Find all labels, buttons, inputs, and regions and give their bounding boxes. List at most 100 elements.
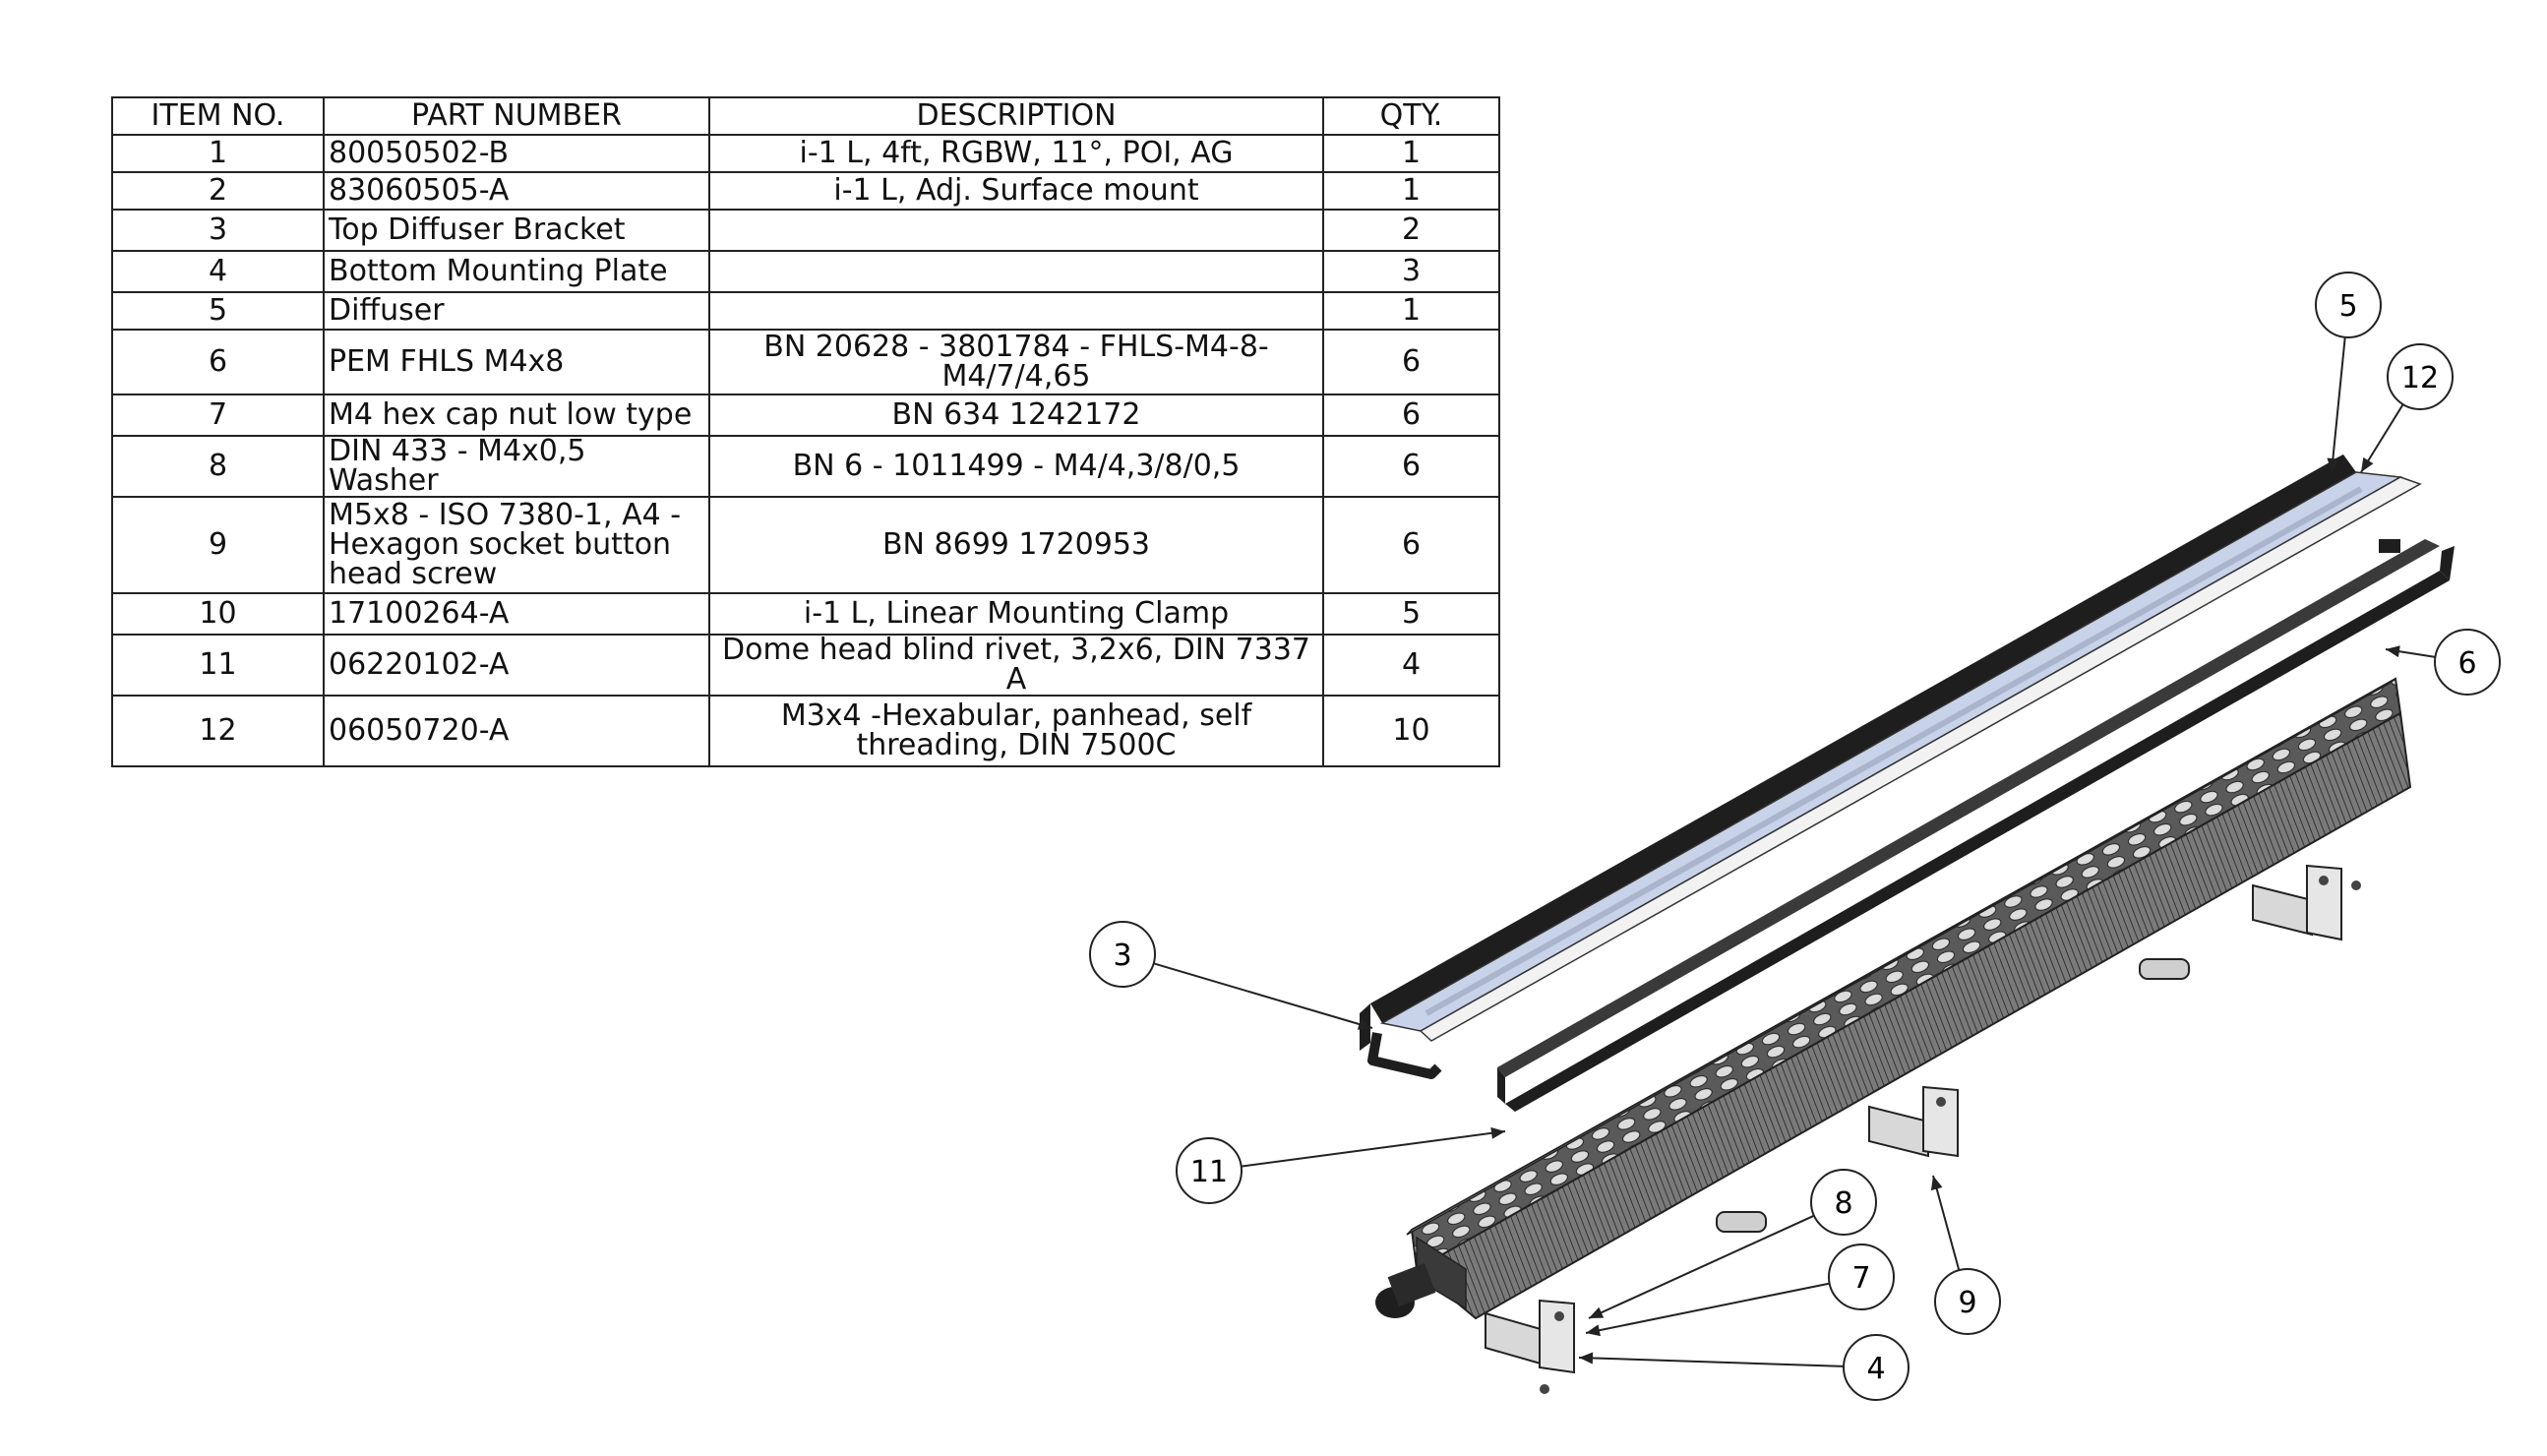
balloon-3: 3 [1089, 921, 1373, 1030]
balloon-label: 5 [2338, 289, 2357, 324]
bom-description [708, 250, 1324, 293]
bom-qty: 6 [1322, 496, 1500, 594]
linear-mounting-clamp-left [1716, 1211, 1767, 1233]
balloon-circle [1934, 1268, 2001, 1335]
balloon-label: 3 [1113, 939, 1131, 973]
bom-qty: 6 [1322, 329, 1500, 395]
balloon-arrowhead [2327, 457, 2339, 472]
linear-mounting-clamp-right [2139, 958, 2190, 980]
bom-description: BN 6 - 1011499 - M4/4,3/8/0,5 [708, 435, 1324, 498]
bom-part-number: M4 hex cap nut low type [323, 394, 710, 437]
mounting-plate-right [2252, 864, 2361, 941]
balloon-label: 11 [1190, 1155, 1228, 1189]
balloon-label: 12 [2401, 361, 2439, 395]
balloon-8: 8 [1588, 1169, 1877, 1319]
diffuser [1425, 486, 2363, 1016]
balloon-leader-line [1153, 962, 1373, 1029]
balloon-leader-line [2331, 336, 2346, 473]
bom-description: Dome head blind rivet, 3,2x6, DIN 7337 A [708, 634, 1324, 697]
bom-part-number: 80050502-B [323, 134, 710, 173]
balloon-circle [2315, 272, 2382, 338]
bom-description [708, 291, 1324, 331]
bom-description: i-1 L, Adj. Surface mount [708, 171, 1324, 211]
bom-description: BN 634 1242172 [708, 394, 1324, 437]
balloon-leader-line [1585, 1282, 1830, 1334]
balloon-label: 4 [1866, 1352, 1885, 1386]
balloon-leader-line [1241, 1130, 1506, 1168]
bom-item-no: 6 [111, 329, 325, 395]
bom-description: BN 20628 - 3801784 - FHLS-M4-8-M4/7/4,65 [708, 329, 1324, 395]
bom-part-number: 17100264-A [323, 592, 710, 636]
bom-qty: 1 [1322, 171, 1500, 211]
bom-description: i-1 L, 4ft, RGBW, 11°, POI, AG [708, 134, 1324, 173]
bom-item-no: 1 [111, 134, 325, 173]
balloon-leader-line [1932, 1175, 1961, 1271]
balloon-7: 7 [1585, 1244, 1895, 1337]
bom-item-no: 10 [111, 592, 325, 636]
bom-part-number: 06220102-A [323, 634, 710, 697]
bom-header-row: ITEM NO. PART NUMBER DESCRIPTION QTY. [111, 96, 1500, 136]
bom-part-number: Diffuser [323, 291, 710, 331]
bom-item-no: 4 [111, 250, 325, 293]
balloon-label: 8 [1834, 1186, 1852, 1221]
bom-item-no: 12 [111, 695, 325, 767]
bom-part-number: Bottom Mounting Plate [323, 250, 710, 293]
bom-qty: 6 [1322, 394, 1500, 437]
bom-item-no: 7 [111, 394, 325, 437]
bom-qty: 1 [1322, 134, 1500, 173]
bom-qty: 2 [1322, 209, 1500, 252]
balloon-label: 6 [2457, 646, 2476, 681]
bom-description: i-1 L, Linear Mounting Clamp [708, 592, 1324, 636]
header-description: DESCRIPTION [708, 96, 1324, 136]
balloon-arrowhead [1490, 1126, 1505, 1139]
balloon-circle [2434, 629, 2501, 696]
bom-part-number: 06050720-A [323, 695, 710, 767]
bom-item-no: 3 [111, 209, 325, 252]
luminaire-body [1375, 677, 2412, 1320]
bom-qty: 3 [1322, 250, 1500, 293]
balloon-arrowhead [2361, 456, 2374, 472]
balloon-arrowhead [1357, 1018, 1372, 1030]
bom-qty: 5 [1322, 592, 1500, 636]
bom-item-no: 2 [111, 171, 325, 211]
balloon-circle [2387, 343, 2454, 410]
balloon-5: 5 [2315, 272, 2382, 473]
bom-qty: 4 [1322, 634, 1500, 697]
bom-qty: 10 [1322, 695, 1500, 767]
bom-part-number: M5x8 - ISO 7380-1, A4 -Hexagon socket bu… [323, 496, 710, 594]
balloon-label: 7 [1851, 1261, 1870, 1296]
bom-part-number: DIN 433 - M4x0,5 Washer [323, 435, 710, 498]
balloon-arrowhead [1586, 1324, 1601, 1337]
balloon-arrowhead [1930, 1176, 1943, 1191]
bom-item-no: 9 [111, 496, 325, 594]
mounting-plate-middle [1868, 1085, 1959, 1158]
balloon-leader-line [1578, 1357, 1845, 1367]
balloon-6: 6 [2385, 629, 2501, 696]
top-diffuser-bracket-lower [1497, 539, 2455, 1112]
bom-item-no: 5 [111, 291, 325, 331]
balloon-arrowhead [1589, 1306, 1605, 1318]
balloon-circle [1176, 1137, 1243, 1204]
balloon-label: 9 [1958, 1286, 1976, 1320]
bom-description: BN 8699 1720953 [708, 496, 1324, 594]
balloon-arrowhead [2386, 645, 2400, 658]
balloon-circle [1089, 921, 1156, 988]
balloon-arrowhead [1579, 1352, 1594, 1365]
bom-part-number: PEM FHLS M4x8 [323, 329, 710, 395]
balloon-circle [1810, 1169, 1877, 1236]
